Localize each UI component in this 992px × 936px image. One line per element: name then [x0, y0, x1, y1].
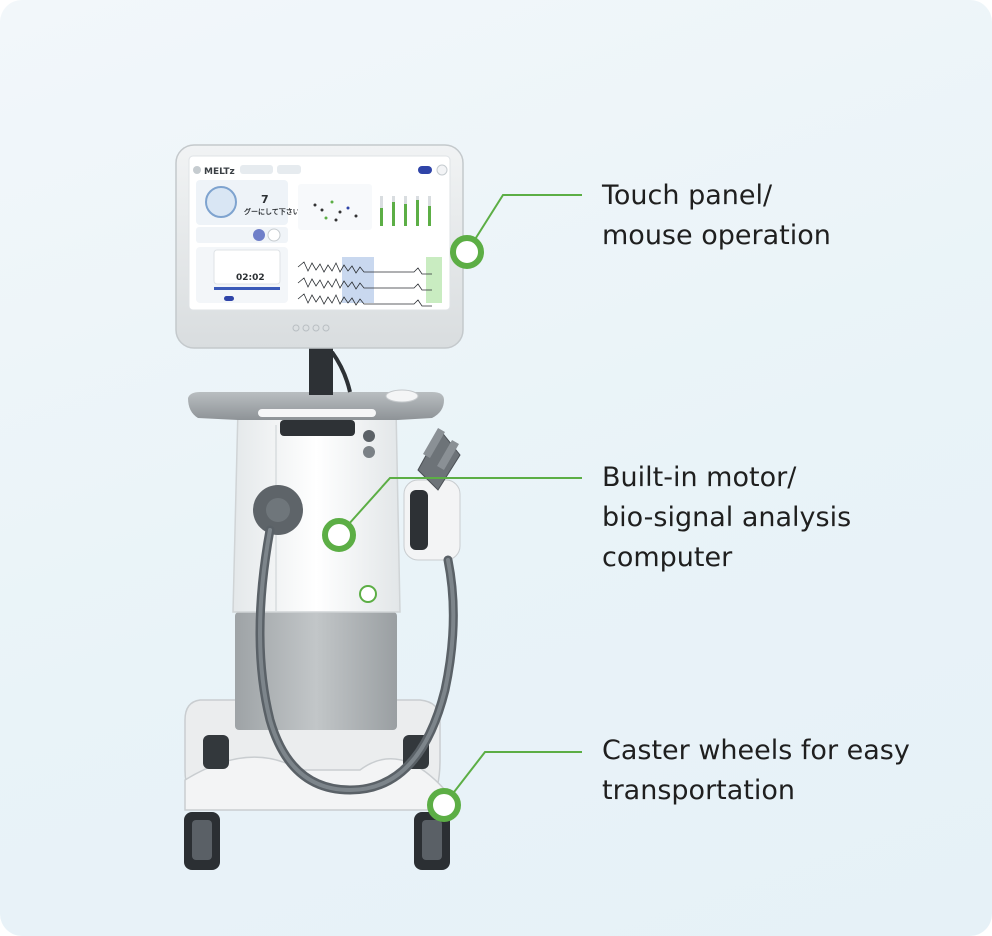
callout-motor-computer-marker — [322, 477, 582, 552]
screen-brand: MELTz — [204, 167, 235, 177]
callout-line: mouse operation — [602, 220, 831, 251]
hand-motor-unit — [403, 428, 461, 561]
callout-line: transportation — [602, 775, 796, 806]
lower-body — [235, 612, 397, 730]
handle-slot — [280, 420, 355, 436]
callout-line: bio-signal analysis — [602, 502, 852, 533]
callout-touch-panel-label: Touch panel/ mouse operation — [602, 176, 831, 256]
callout-line: computer — [602, 542, 733, 573]
callout-line: Caster wheels for easy — [602, 735, 910, 766]
screen-instruction: グーにして下さい — [244, 207, 300, 216]
screen-timer: 02:02 — [236, 273, 265, 283]
caster-wheel-rear-left — [203, 735, 229, 769]
callout-caster-wheels-label: Caster wheels for easy transportation — [602, 731, 910, 811]
callout-line: Touch panel/ — [602, 180, 773, 211]
caster-wheel-front-left — [184, 812, 220, 870]
touch-panel-monitor: MELTz 7 グーにして下さい 02:02 — [175, 144, 464, 349]
monitor-stand — [309, 345, 333, 395]
callout-motor-computer-label: Built-in motor/ bio-signal analysis comp… — [602, 458, 851, 578]
power-icon — [359, 585, 377, 603]
top-tray — [188, 389, 444, 420]
callout-caster-wheels-marker — [427, 751, 582, 822]
caster-wheel-front-right — [414, 812, 450, 870]
callout-line: Built-in motor/ — [602, 462, 797, 493]
callout-touch-panel-marker — [450, 194, 582, 269]
screen-counter: 7 — [261, 193, 269, 206]
